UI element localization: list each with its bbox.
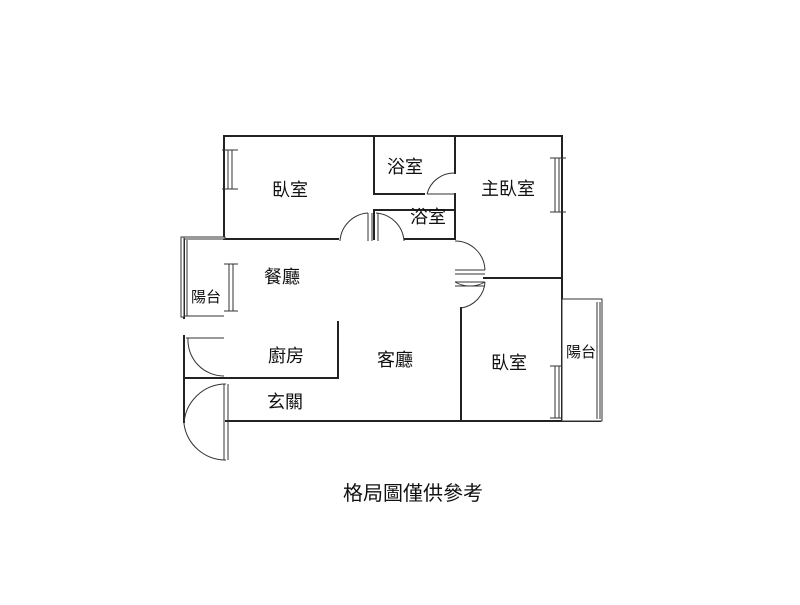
balcony-left bbox=[180, 236, 226, 318]
room-label-bathroom: 浴室 bbox=[387, 157, 423, 178]
interior-walls bbox=[183, 135, 563, 422]
plan-caption: 格局圖僅供參考 bbox=[343, 481, 483, 505]
room-label-entrance: 玄關 bbox=[267, 392, 303, 413]
room-label-bathroom-small: 浴室 bbox=[410, 207, 446, 228]
windows bbox=[222, 149, 566, 419]
room-label-bedroom: 臥室 bbox=[272, 180, 308, 201]
room-label-master-bedroom: 主臥室 bbox=[481, 179, 535, 200]
room-label-balcony-right: 陽台 bbox=[566, 343, 596, 361]
room-label-bedroom-right: 臥室 bbox=[491, 353, 527, 374]
room-label-kitchen: 廚房 bbox=[268, 345, 304, 367]
room-label-balcony-left: 陽台 bbox=[191, 288, 221, 306]
balcony-right bbox=[561, 298, 603, 422]
room-label-dining: 餐廳 bbox=[264, 267, 300, 288]
room-label-living: 客廳 bbox=[377, 350, 413, 371]
doors bbox=[183, 172, 486, 461]
